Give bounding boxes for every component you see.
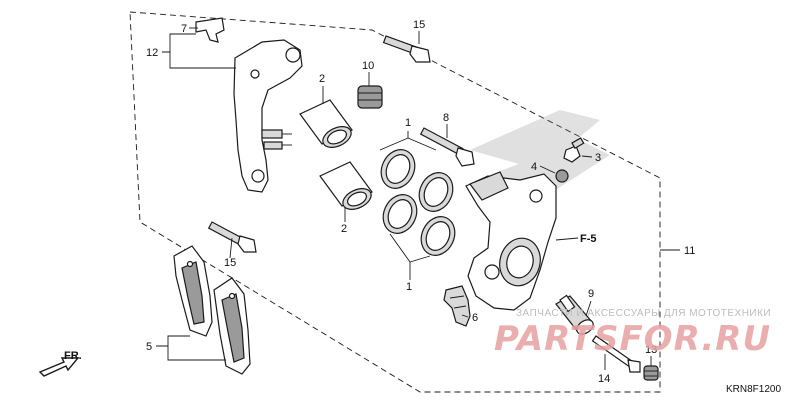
svg-text:10: 10 <box>362 60 374 72</box>
callout-10: 10 <box>362 60 374 86</box>
watermark-brand: PARTSFOR.RU <box>494 319 771 359</box>
svg-text:2: 2 <box>341 223 347 235</box>
callout-1-bottom: 1 <box>389 233 431 293</box>
callout-5: 5 <box>146 335 226 361</box>
svg-text:11: 11 <box>684 245 695 257</box>
part-15-bolt-top[interactable] <box>382 35 431 63</box>
part-2-piston-bottom[interactable] <box>319 161 374 213</box>
callout-15-top: 15 <box>413 19 425 44</box>
part-7-clip[interactable] <box>195 17 225 43</box>
svg-text:6: 6 <box>472 312 478 324</box>
callout-12: 12 <box>146 33 236 69</box>
watermark-tagline: ЗАПЧАСТИ И АКСЕССУАРЫ ДЛЯ МОТОТЕХНИКИ <box>516 308 771 319</box>
svg-text:9: 9 <box>588 288 594 300</box>
part-6-pad-spring[interactable] <box>443 285 471 327</box>
part-9-slide-pin[interactable] <box>555 294 596 337</box>
callout-2-top: 2 <box>319 73 325 104</box>
part-15-bolt-bottom[interactable] <box>207 221 257 253</box>
svg-text:3: 3 <box>595 152 601 164</box>
callout-8: 8 <box>443 112 449 138</box>
watermark: ЗАПЧАСТИ И АКСЕССУАРЫ ДЛЯ МОТОТЕХНИКИ PA… <box>494 308 771 359</box>
callout-4: 4 <box>531 161 556 174</box>
svg-text:5: 5 <box>146 341 152 353</box>
svg-text:7: 7 <box>181 23 187 35</box>
callout-11: 11 <box>660 245 695 257</box>
part-8-pin-bolt[interactable] <box>419 127 475 167</box>
callout-15-bottom: 15 <box>224 237 236 269</box>
svg-text:FR.: FR. <box>64 350 82 362</box>
svg-text:15: 15 <box>413 19 425 31</box>
svg-text:15: 15 <box>224 257 236 269</box>
diagram-code: KRN8F1200 <box>726 384 781 395</box>
svg-text:12: 12 <box>146 47 158 59</box>
svg-text:1: 1 <box>405 117 411 129</box>
callout-14: 14 <box>598 354 610 385</box>
callout-6: 6 <box>461 312 478 324</box>
part-11-caliper-body[interactable] <box>465 171 557 311</box>
callout-13: 13 <box>645 344 657 366</box>
svg-text:13: 13 <box>645 344 657 356</box>
callout-1-top: 1 <box>379 117 437 151</box>
part-4-cap[interactable] <box>555 169 569 183</box>
svg-text:4: 4 <box>531 161 537 173</box>
part-13-boot[interactable] <box>643 365 659 381</box>
assembly-boundary <box>129 11 661 393</box>
part-10-boot[interactable] <box>357 85 383 109</box>
part-14-pin[interactable] <box>591 335 641 373</box>
callout-2-bottom: 2 <box>341 208 347 235</box>
ref-mark-f5: F-5 <box>555 233 597 245</box>
part-3-bleed-screw[interactable] <box>563 137 585 163</box>
callout-9: 9 <box>585 288 594 317</box>
front-direction-arrow: FR. <box>38 350 82 377</box>
svg-text:14: 14 <box>598 373 610 385</box>
callout-3: 3 <box>581 152 601 164</box>
part-2-piston-top[interactable] <box>299 99 354 151</box>
part-1-seals[interactable] <box>375 144 461 261</box>
svg-text:2: 2 <box>319 73 325 85</box>
part-12-bracket[interactable] <box>233 39 303 193</box>
svg-text:F-5: F-5 <box>580 233 597 245</box>
svg-text:1: 1 <box>406 281 412 293</box>
callout-7: 7 <box>181 23 198 35</box>
svg-text:8: 8 <box>443 112 449 124</box>
part-5-brake-pads[interactable] <box>173 245 251 375</box>
